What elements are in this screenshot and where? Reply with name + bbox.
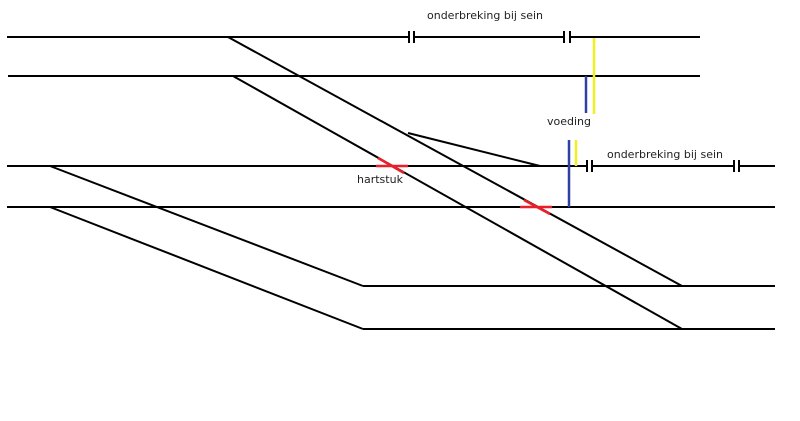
frog-mark xyxy=(377,156,405,175)
diagonal-2 xyxy=(232,75,683,330)
diagonal-1 xyxy=(227,36,683,287)
label-right-interruption: onderbreking bij sein xyxy=(607,148,723,161)
tracks xyxy=(7,36,775,330)
label-frog: hartstuk xyxy=(357,173,404,186)
diagonal-4 xyxy=(49,206,364,330)
diagonal-3 xyxy=(49,165,364,287)
feeders xyxy=(567,38,596,207)
frog-mark xyxy=(523,198,551,216)
branch-line xyxy=(407,132,541,167)
label-power-feed: voeding xyxy=(547,115,591,128)
frogs xyxy=(376,156,552,216)
insulated-joints xyxy=(408,31,740,172)
label-top-interruption: onderbreking bij sein xyxy=(427,9,543,22)
